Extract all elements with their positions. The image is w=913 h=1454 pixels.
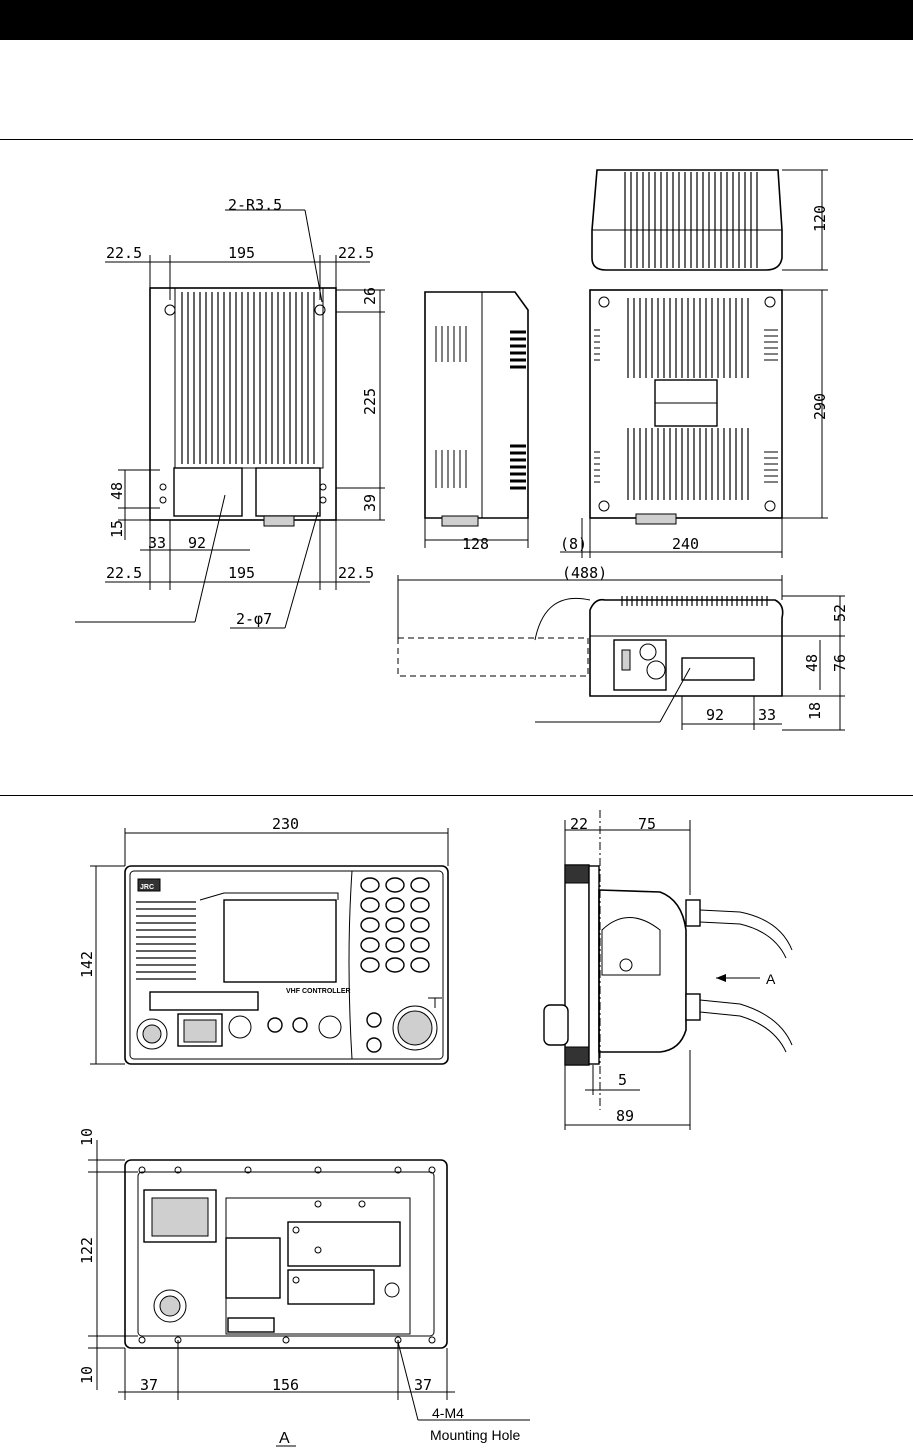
dim-open-76: 76 xyxy=(831,654,849,672)
dim-rear-offset: (8) xyxy=(560,535,587,553)
dim-front-48: 48 xyxy=(108,482,126,500)
transceiver-open-view xyxy=(398,575,845,730)
dim-front-bottom-left: 22.5 xyxy=(106,564,142,582)
dim-top-120: 120 xyxy=(811,205,829,232)
dim-ctrl-142: 142 xyxy=(78,951,96,978)
dim-rear-10-bottom: 10 xyxy=(78,1366,96,1384)
hole-label: 2-φ7 xyxy=(236,610,272,628)
dim-front-top-right: 22.5 xyxy=(338,244,374,262)
dim-front-top-left: 22.5 xyxy=(106,244,142,262)
panel-title: VHF CONTROLLER xyxy=(286,988,351,995)
dim-front-33: 33 xyxy=(148,534,166,552)
dim-open-48: 48 xyxy=(803,654,821,672)
dim-rear-240: 240 xyxy=(672,535,699,553)
dim-rear-37-right: 37 xyxy=(414,1376,432,1394)
dim-front-225: 225 xyxy=(361,388,379,415)
dim-side-75: 75 xyxy=(638,815,656,833)
mount-hole-label: 4-M4 xyxy=(432,1405,464,1421)
dim-rear-156: 156 xyxy=(272,1376,299,1394)
view-arrow-label: A xyxy=(766,971,776,987)
controller-rear-view xyxy=(88,1140,530,1446)
view-a-label: A xyxy=(279,1430,290,1447)
dim-rear-10-top: 10 xyxy=(78,1128,96,1146)
dim-open-92: 92 xyxy=(706,706,724,724)
dim-rear-290: 290 xyxy=(811,393,829,420)
dim-open-33: 33 xyxy=(758,706,776,724)
dim-front-bottom-center: 195 xyxy=(228,564,255,582)
dim-open-18: 18 xyxy=(806,702,824,720)
dim-open-total: (488) xyxy=(562,564,607,582)
dim-front-39: 39 xyxy=(361,494,379,512)
dim-side-89: 89 xyxy=(616,1107,634,1125)
radius-label: 2-R3.5 xyxy=(228,196,282,214)
brand-logo: JRC xyxy=(140,884,154,891)
dim-front-26: 26 xyxy=(361,287,379,305)
dim-ctrl-230: 230 xyxy=(272,815,299,833)
mount-hole-caption: Mounting Hole xyxy=(430,1427,520,1443)
dim-side-128: 128 xyxy=(462,535,489,553)
dim-front-92: 92 xyxy=(188,534,206,552)
transceiver-top-view xyxy=(592,170,828,270)
dim-front-15: 15 xyxy=(108,520,126,538)
dim-side-22: 22 xyxy=(570,815,588,833)
transceiver-side-view xyxy=(425,292,528,548)
dim-front-bottom-right: 22.5 xyxy=(338,564,374,582)
controller-side-view xyxy=(544,810,792,1130)
dim-rear-37-left: 37 xyxy=(140,1376,158,1394)
dim-side-5: 5 xyxy=(618,1071,627,1089)
controller-front-view xyxy=(90,828,448,1064)
transceiver-rear-view xyxy=(560,290,828,558)
dim-front-top-center: 195 xyxy=(228,244,255,262)
dim-open-52: 52 xyxy=(831,604,849,622)
dim-rear-122: 122 xyxy=(78,1237,96,1264)
